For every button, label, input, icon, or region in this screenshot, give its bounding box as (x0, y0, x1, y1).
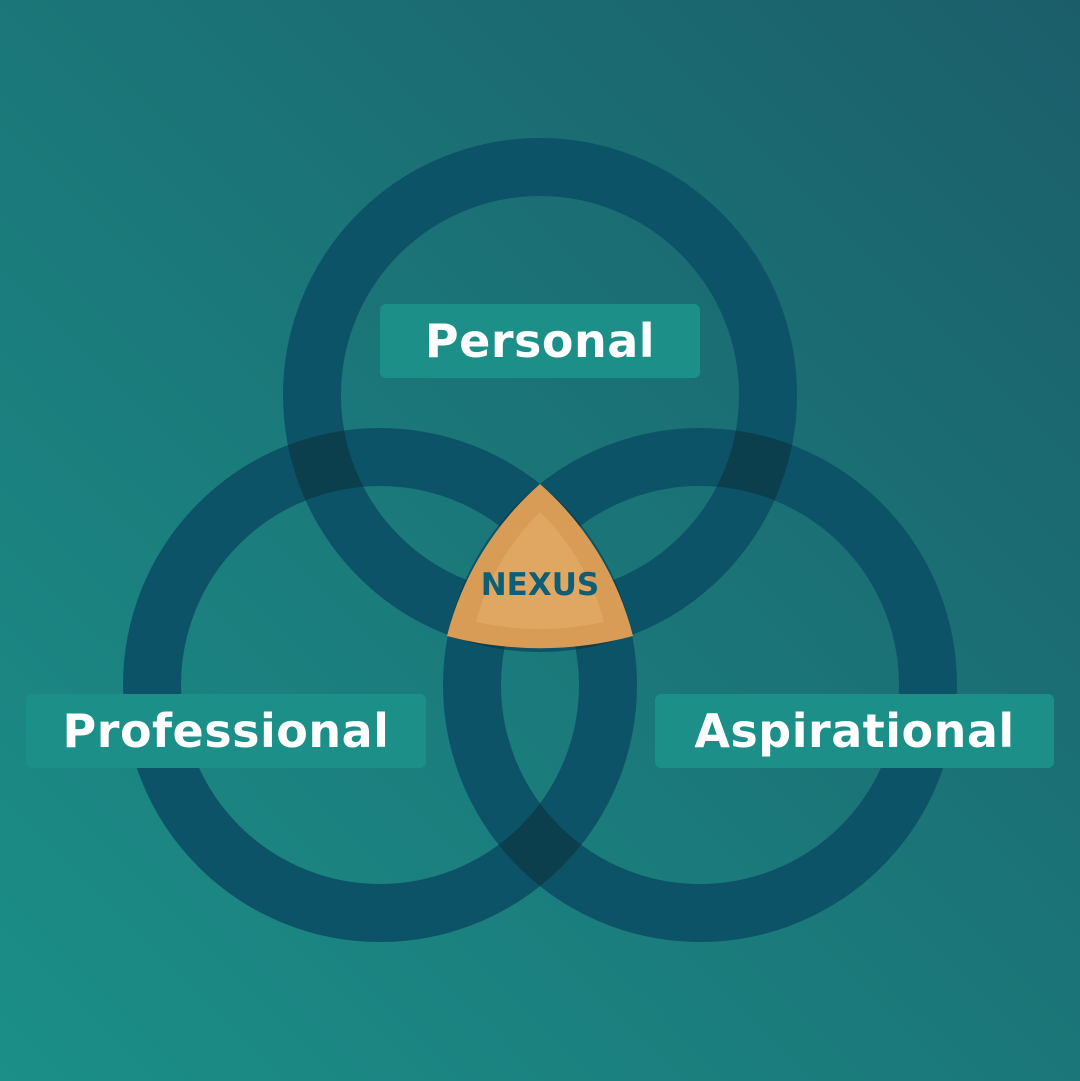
ring-aspirational (443, 428, 957, 942)
label-aspirational: Aspirational (655, 694, 1054, 768)
label-personal: Personal (380, 304, 700, 378)
nexus-label: NEXUS (480, 567, 600, 603)
nexus-highlight (476, 512, 604, 629)
nexus-region (447, 484, 633, 649)
ring-professional (123, 428, 637, 942)
label-professional: Professional (26, 694, 426, 768)
